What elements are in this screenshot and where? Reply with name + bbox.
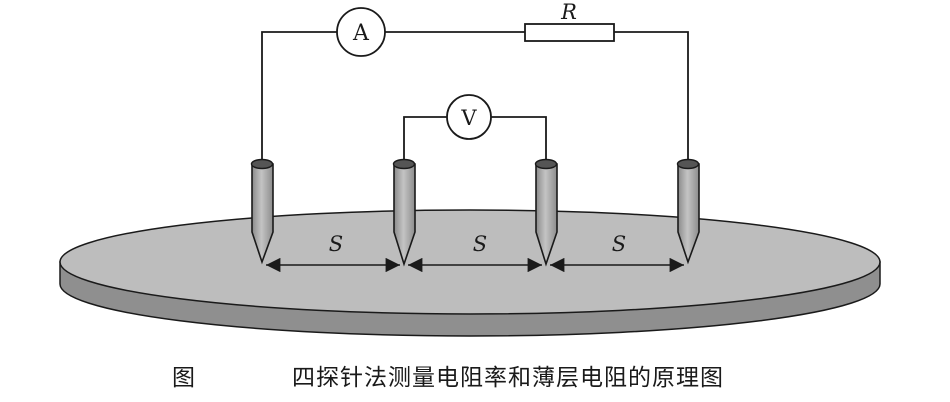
probe-1 bbox=[250, 158, 274, 265]
resistor-icon bbox=[524, 23, 615, 42]
probe-3 bbox=[534, 158, 558, 267]
probe-4 bbox=[676, 158, 700, 265]
resistor: R bbox=[524, 0, 615, 42]
voltage-circuit-wire bbox=[403, 116, 547, 160]
ammeter: A bbox=[336, 7, 386, 57]
spacing-label-3: S bbox=[612, 232, 626, 256]
spacing-label-1: S bbox=[329, 232, 343, 256]
caption-label: 图 bbox=[172, 365, 195, 391]
voltmeter-icon bbox=[446, 94, 492, 140]
ammeter-icon bbox=[336, 7, 386, 57]
caption-text: 四探针法测量电阻率和薄层电阻的原理图 bbox=[292, 365, 724, 391]
probe-2 bbox=[392, 158, 416, 267]
current-circuit-wire bbox=[261, 31, 689, 160]
ammeter-label: A bbox=[352, 21, 370, 46]
sample-disc bbox=[59, 209, 881, 337]
voltmeter-label: V bbox=[460, 106, 477, 130]
voltmeter: V bbox=[446, 94, 492, 140]
spacing-label-2: S bbox=[473, 232, 487, 256]
resistor-label: R bbox=[560, 0, 577, 24]
